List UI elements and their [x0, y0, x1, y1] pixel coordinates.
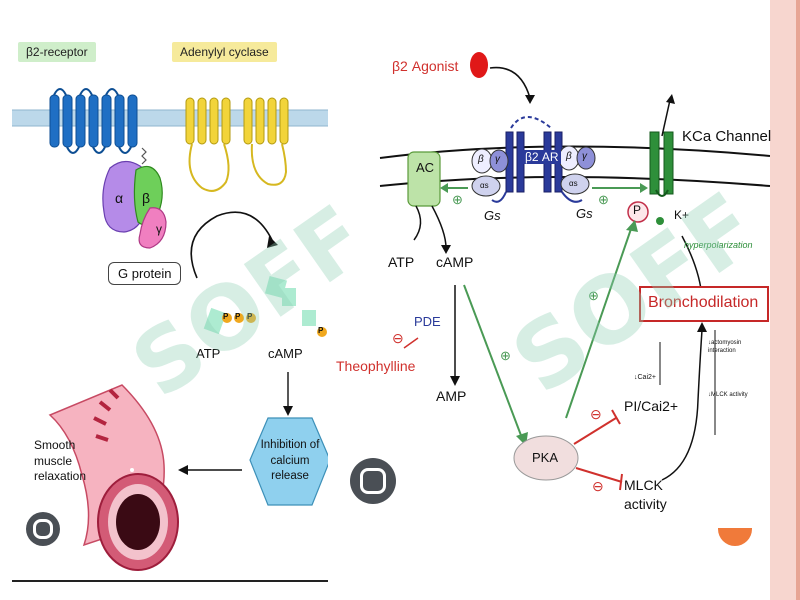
- beta-subunit-label: β: [142, 190, 151, 206]
- plus-left-membrane: ⊕: [452, 192, 463, 207]
- agonist-dot: [470, 52, 488, 78]
- smooth-muscle-relaxation-label: Smooth muscle relaxation: [34, 438, 87, 484]
- kca-channel: [649, 131, 674, 197]
- k-plus-label: K+: [674, 208, 690, 222]
- kca-channel-label: KCa Channel: [682, 128, 772, 145]
- right-atp-label: ATP: [388, 254, 415, 270]
- camp-phosphate: P: [318, 326, 324, 335]
- g-protein-label: G protein: [108, 262, 182, 285]
- bronchodilation-label: Bronchodilation: [648, 294, 759, 311]
- amp-label: AMP: [436, 388, 467, 404]
- hyperpolarization-label: hyperpolarization: [684, 240, 753, 250]
- minus-pi-ca: ⊖: [590, 406, 602, 422]
- right-edge-strip: [770, 0, 800, 600]
- bronchodilation-box: [639, 286, 769, 322]
- plus-right-membrane: ⊕: [598, 192, 609, 207]
- ac-label: AC: [416, 160, 435, 175]
- p-circle-label: P: [633, 203, 642, 217]
- gs-left-gamma: γ: [495, 154, 500, 165]
- plus-camp-pka: ⊕: [500, 348, 511, 363]
- pka-ellipse: [513, 435, 579, 481]
- left-lens-icon[interactable]: [26, 512, 60, 546]
- right-edge-line: [796, 0, 800, 600]
- mlck-activity-label: MLCK activity: [624, 477, 667, 512]
- left-diagram-panel: β2-receptor Adenylyl cyclase α β γ G pro…: [12, 40, 328, 582]
- right-lens-icon[interactable]: [350, 458, 396, 504]
- pde-label: PDE: [414, 314, 441, 329]
- phosphate-3: P: [247, 312, 253, 321]
- gs-right-gamma: γ: [582, 151, 587, 162]
- gamma-subunit-label: γ: [156, 222, 162, 236]
- gs-protein-left: [471, 148, 509, 197]
- theophylline-label: Theophylline: [336, 358, 416, 374]
- right-diagram-svg: [379, 66, 770, 491]
- left-atp-label: ATP: [196, 346, 221, 361]
- g-protein-complex: [102, 147, 167, 249]
- pka-label: PKA: [532, 450, 559, 465]
- pi-ca-label: PI/Cai2+: [624, 398, 679, 414]
- actomyosin-note: ↓actomyosin interaction: [708, 340, 742, 354]
- gs-left-beta: β: [478, 154, 484, 165]
- adenylyl-cyclase-label: Adenylyl cyclase: [172, 42, 277, 62]
- right-diagram-panel: β2 Agonist AC β2 AR β γ αs β γ αs ⊕ ⊕ Gs…: [330, 40, 772, 585]
- adenylyl-cyclase-helices: [185, 97, 289, 145]
- beta2-ar-label: β2 AR: [523, 150, 561, 164]
- phosphate-2: P: [235, 312, 241, 321]
- airway-tube: [48, 384, 179, 571]
- gs-left-alpha: αs: [480, 181, 489, 190]
- gs-right-alpha: αs: [569, 179, 578, 188]
- mlck-note: ↓MLCK activity: [708, 392, 748, 398]
- gs-protein-right: [558, 145, 596, 195]
- gs-left-label: Gs: [484, 208, 501, 223]
- inhibition-calcium-label: Inhibition of calcium release: [260, 439, 320, 483]
- beta2-receptor-helices: [49, 94, 138, 148]
- phosphate-1: P: [223, 312, 229, 321]
- ac-shape: [407, 151, 441, 207]
- alpha-subunit-label: α: [115, 190, 124, 206]
- minus-mlck: ⊖: [592, 478, 604, 494]
- plus-pka-p: ⊕: [588, 288, 599, 303]
- camp-molecules: [203, 275, 316, 335]
- left-diagram-svg: [12, 88, 328, 571]
- left-camp-label: cAMP: [268, 346, 303, 361]
- ca-note: ↓Cai2+: [634, 374, 656, 381]
- beta2-receptor-label: β2-receptor: [18, 42, 96, 62]
- gs-right-beta: β: [566, 151, 572, 162]
- right-camp-label: cAMP: [436, 254, 474, 270]
- pde-minus-sign: ⊖: [392, 330, 404, 346]
- inhibition-hexagon: [249, 417, 328, 506]
- gs-right-label: Gs: [576, 206, 593, 221]
- orange-corner-shape: [718, 528, 752, 546]
- beta2-agonist-label: β2 Agonist: [392, 58, 459, 74]
